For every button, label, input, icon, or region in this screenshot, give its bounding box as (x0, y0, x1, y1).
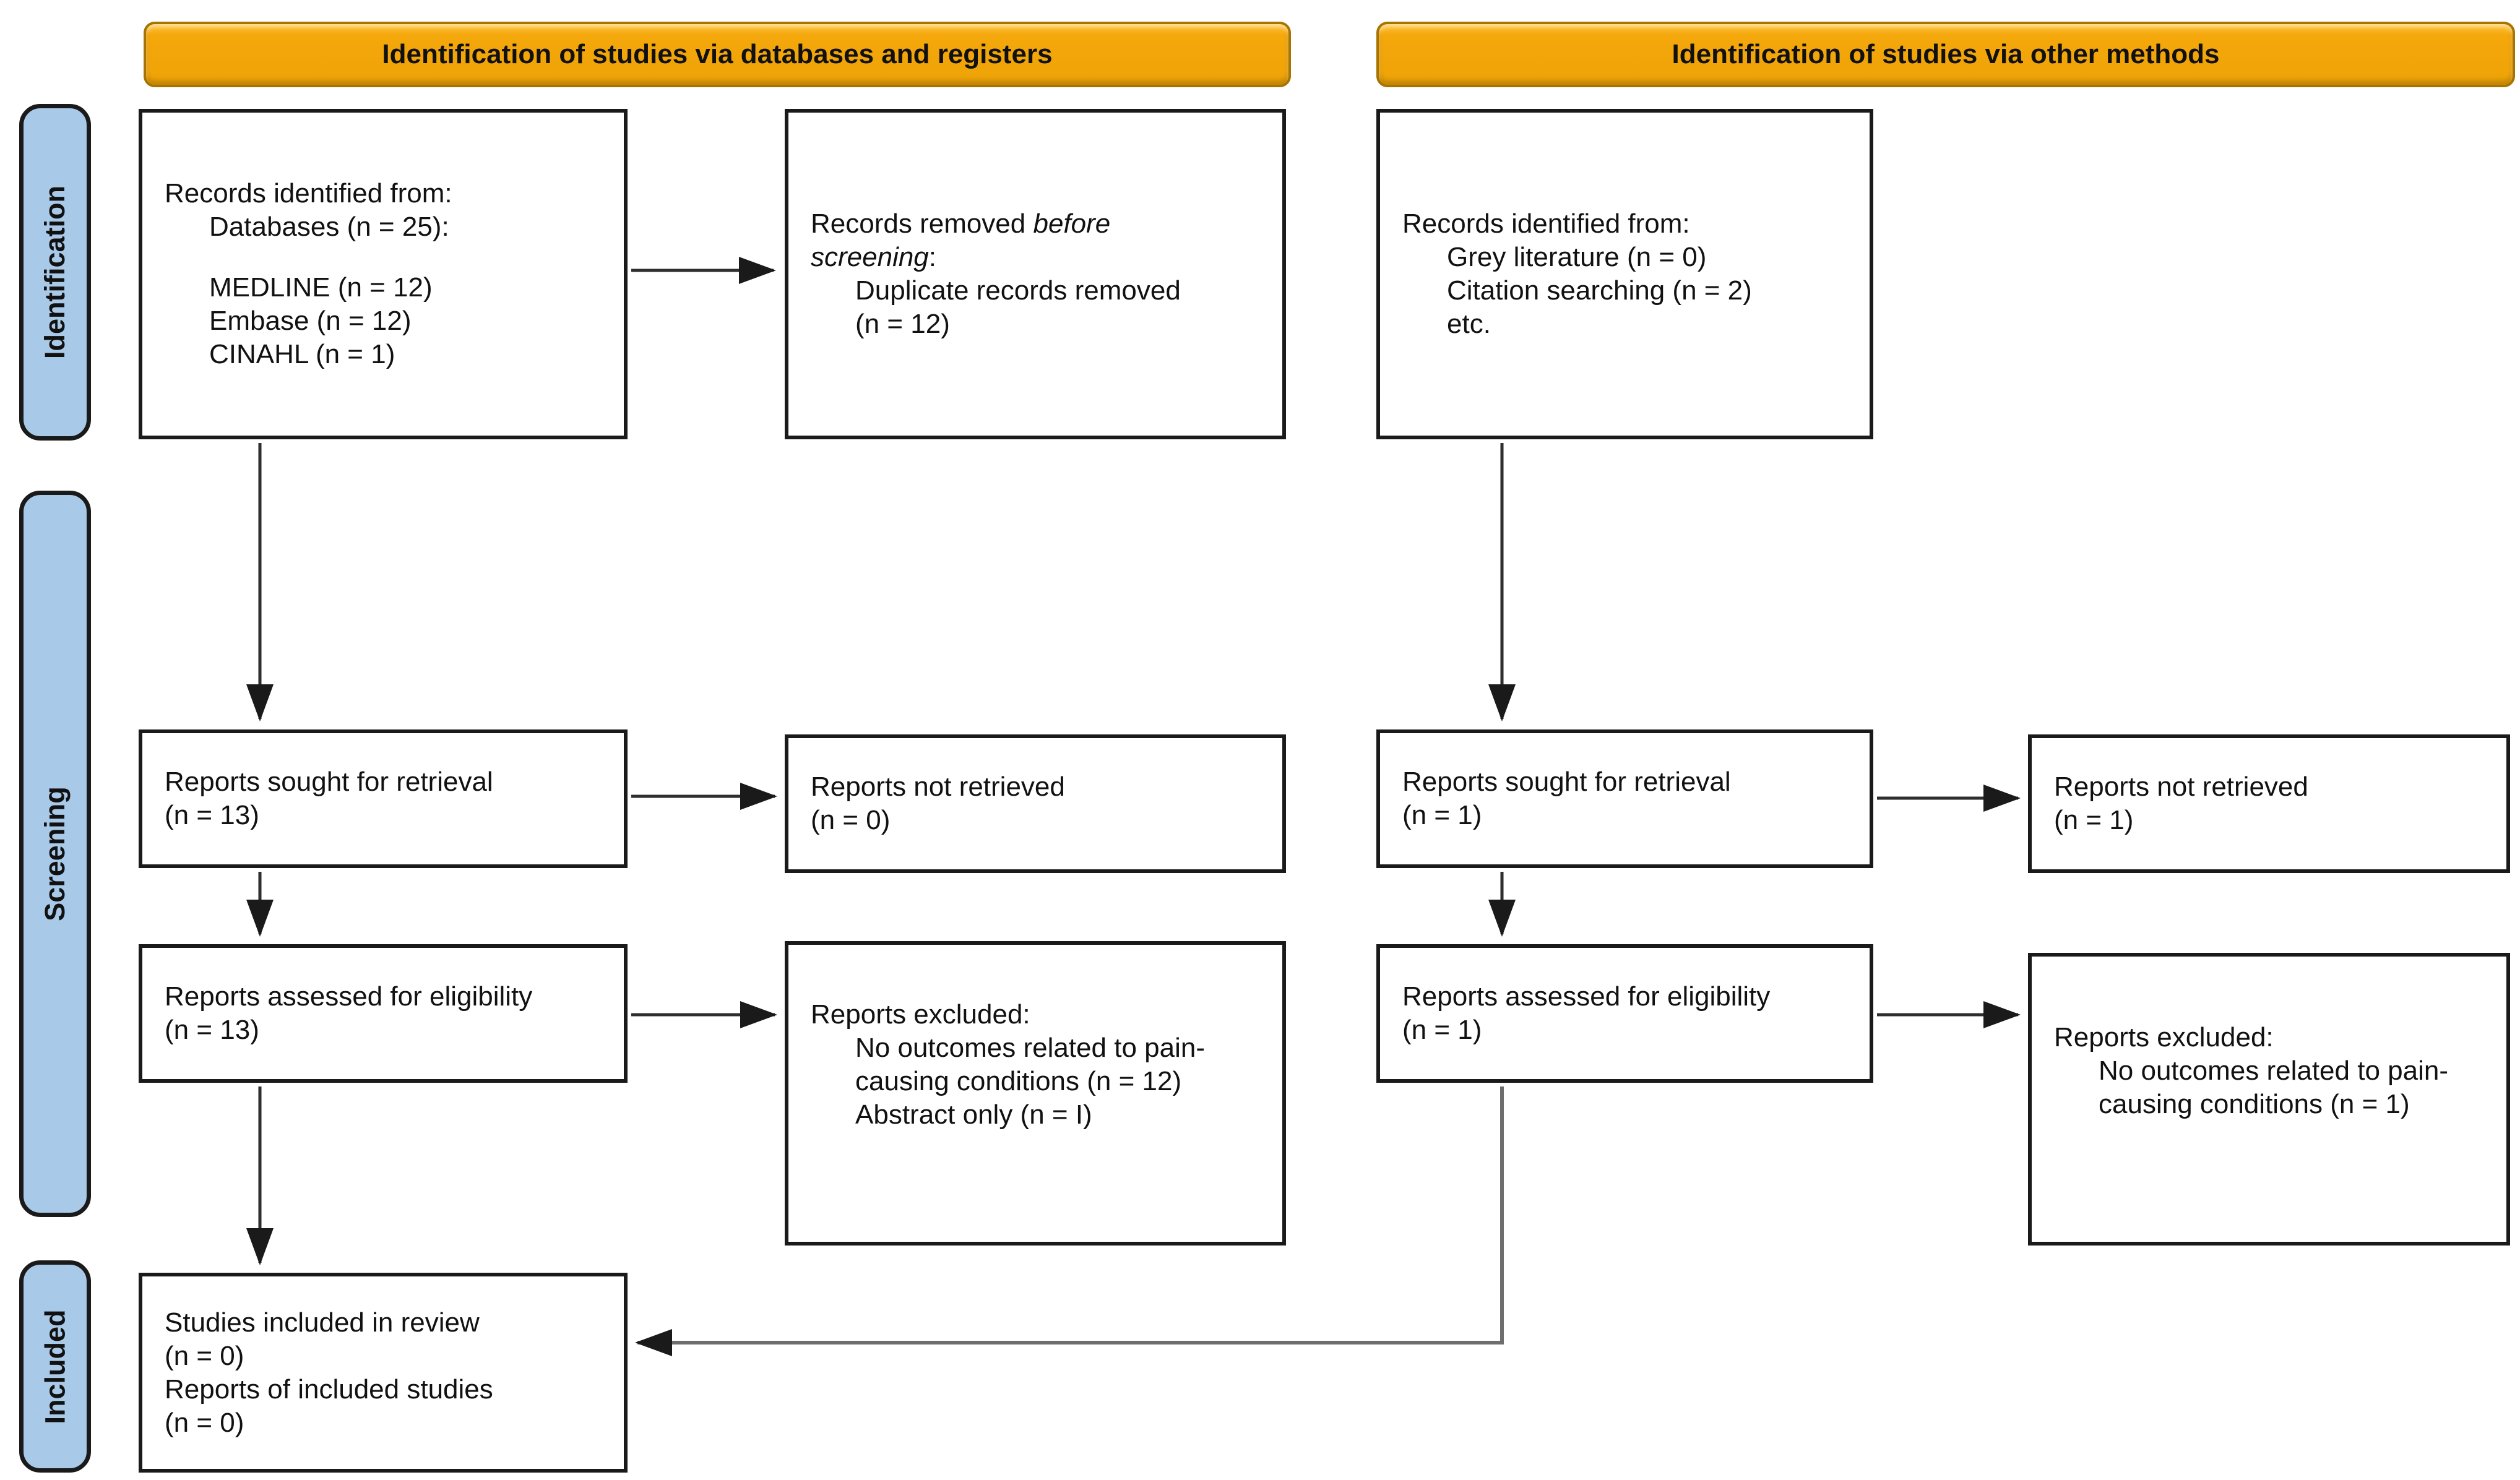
box-reports-not-retrieved-other: Reports not retrieved (n = 1) (2028, 734, 2510, 873)
box-line: Records identified from: (165, 178, 452, 209)
box-line: Databases (n = 25): (209, 212, 449, 242)
box-line: Reports excluded: (811, 999, 1030, 1030)
box-reports-excluded-other: Reports excluded: No outcomes related to… (2028, 953, 2510, 1246)
box-line: (n = 0) (165, 1407, 244, 1438)
box-records-removed: Records removed before screening: Duplica… (785, 109, 1286, 439)
box-line: Duplicate records removed (855, 275, 1181, 306)
box-line: (n = 13) (165, 800, 259, 830)
box-line: causing conditions (n = 12) (855, 1066, 1182, 1096)
stage-identification: Identification (19, 104, 91, 441)
box-line: CINAHL (n = 1) (209, 339, 395, 369)
stage-screening: Screening (19, 491, 91, 1217)
box-line: (n = 1) (1402, 800, 1482, 830)
stage-label: Included (39, 1309, 71, 1424)
box-line: Reports not retrieved (811, 772, 1065, 802)
box-line: Records removed before screening: (811, 207, 1269, 274)
box-line: Reports not retrieved (2054, 772, 2308, 802)
box-line: (n = 1) (1402, 1015, 1482, 1045)
box-line: Reports assessed for eligibility (165, 981, 533, 1012)
box-reports-assessed-other: Reports assessed for eligibility (n = 1) (1376, 944, 1873, 1083)
box-line: No outcomes related to pain- (2099, 1056, 2448, 1086)
box-records-identified-databases: Records identified from: Databases (n = … (139, 109, 628, 439)
box-line: (n = 0) (811, 805, 891, 835)
box-line: Embase (n = 12) (209, 306, 412, 336)
box-line: Reports sought for retrieval (1402, 767, 1731, 797)
box-line: Abstract only (n = I) (855, 1099, 1092, 1130)
box-line-gap (165, 244, 610, 271)
box-reports-not-retrieved-databases: Reports not retrieved (n = 0) (785, 734, 1286, 873)
box-line: causing conditions (n = 1) (2099, 1089, 2410, 1119)
box-line-italic: screening (811, 242, 929, 272)
stage-label: Identification (39, 186, 71, 359)
box-line: (n = 12) (855, 309, 950, 339)
box-line: Studies included in review (165, 1307, 480, 1338)
box-line: Reports assessed for eligibility (1402, 981, 1771, 1012)
box-line: etc. (1447, 309, 1491, 339)
box-line: Reports of included studies (165, 1374, 493, 1405)
box-records-identified-other: Records identified from: Grey literature… (1376, 109, 1873, 439)
box-line: (n = 0) (165, 1340, 244, 1371)
box-line: (n = 13) (165, 1015, 259, 1045)
stage-included: Included (19, 1260, 91, 1473)
box-line: Citation searching (n = 2) (1447, 275, 1752, 306)
box-line: No outcomes related to pain- (855, 1033, 1205, 1063)
box-line: Records identified from: (1402, 209, 1690, 239)
box-reports-excluded-databases: Reports excluded: No outcomes related to… (785, 941, 1286, 1246)
box-line-text: Records removed (811, 209, 1033, 239)
box-studies-included: Studies included in review (n = 0) Repor… (139, 1273, 628, 1473)
box-line: (n = 1) (2054, 805, 2134, 835)
stage-label: Screening (39, 786, 71, 921)
banner-other-methods: Identification of studies via other meth… (1376, 22, 2515, 87)
box-reports-sought-databases: Reports sought for retrieval (n = 13) (139, 729, 628, 868)
box-line: Reports excluded: (2054, 1022, 2274, 1052)
banner-databases-registers: Identification of studies via databases … (144, 22, 1291, 87)
box-reports-sought-other: Reports sought for retrieval (n = 1) (1376, 729, 1873, 868)
box-reports-assessed-databases: Reports assessed for eligibility (n = 13… (139, 944, 628, 1083)
box-line-text: : (928, 242, 937, 272)
box-line-italic: before (1033, 209, 1111, 239)
box-line: MEDLINE (n = 12) (209, 272, 433, 303)
box-line: Grey literature (n = 0) (1447, 242, 1707, 272)
box-line: Reports sought for retrieval (165, 767, 493, 797)
